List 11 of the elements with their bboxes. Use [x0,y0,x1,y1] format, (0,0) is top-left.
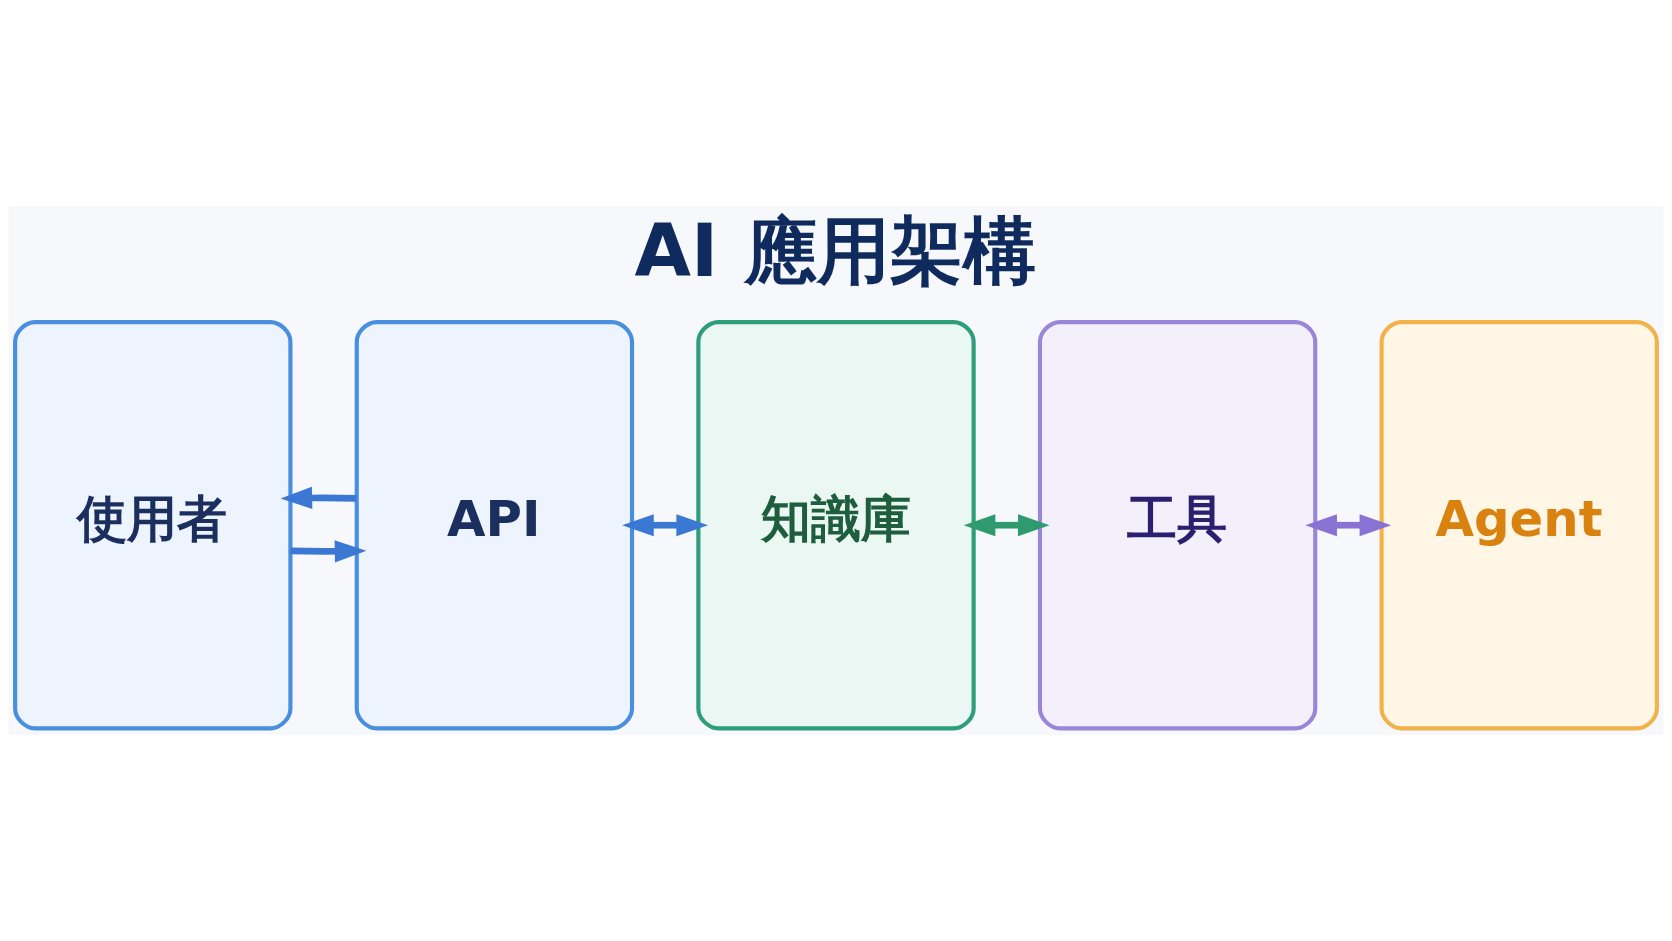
node-box: 使用者 [13,320,293,731]
node-box: API [354,320,635,731]
arrow [1305,514,1392,537]
arrow [280,486,357,509]
node-box: 知識庫 [696,320,976,731]
node-box: 工具 [1037,320,1318,731]
arrow [290,540,367,563]
arrow [963,514,1050,537]
arrow [622,514,708,537]
diagram-title: AI 應用架構 [634,207,1036,293]
node-box: Agent [1379,320,1659,731]
